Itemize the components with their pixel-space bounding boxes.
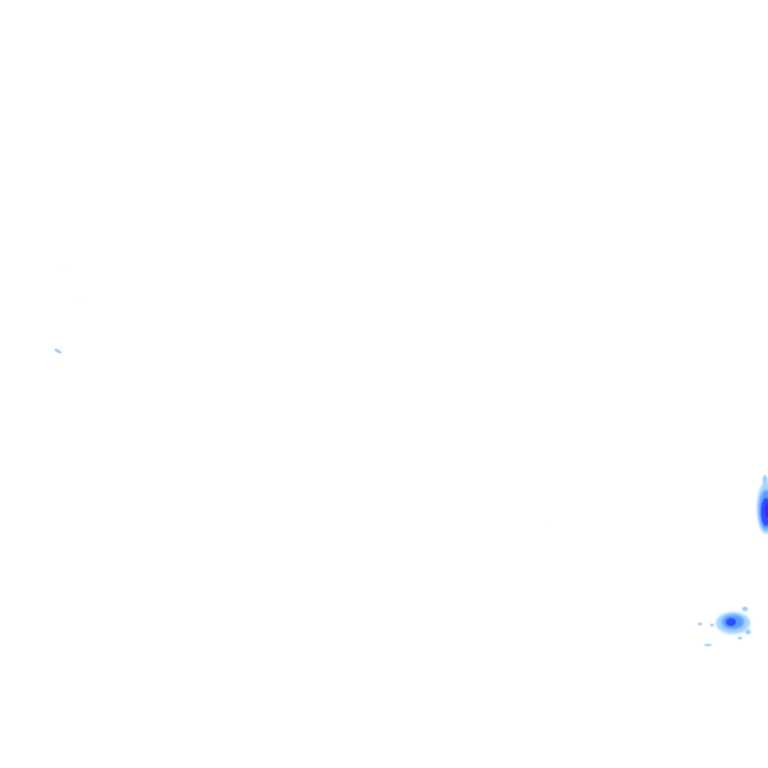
echo-light-fragment <box>544 521 546 523</box>
echo-light-fragment <box>54 348 62 354</box>
echo-very-heavy-cell <box>764 503 768 517</box>
echo-light-fragment <box>745 629 751 635</box>
echo-light-fragment <box>704 643 712 647</box>
echo-light-fragment <box>710 623 714 627</box>
echo-light-fragment <box>63 267 65 269</box>
echo-cluster-east-edge <box>757 475 768 534</box>
echo-light-fragment <box>737 636 743 640</box>
echo-light-fragment <box>79 298 81 300</box>
echo-light-fragment <box>742 606 748 612</box>
echo-cluster-southeast <box>698 606 751 647</box>
echo-speck-west <box>54 267 546 523</box>
echo-light-fragment <box>698 622 702 626</box>
echo-light-fragment <box>762 475 768 485</box>
echo-heavy-cell <box>726 618 736 626</box>
